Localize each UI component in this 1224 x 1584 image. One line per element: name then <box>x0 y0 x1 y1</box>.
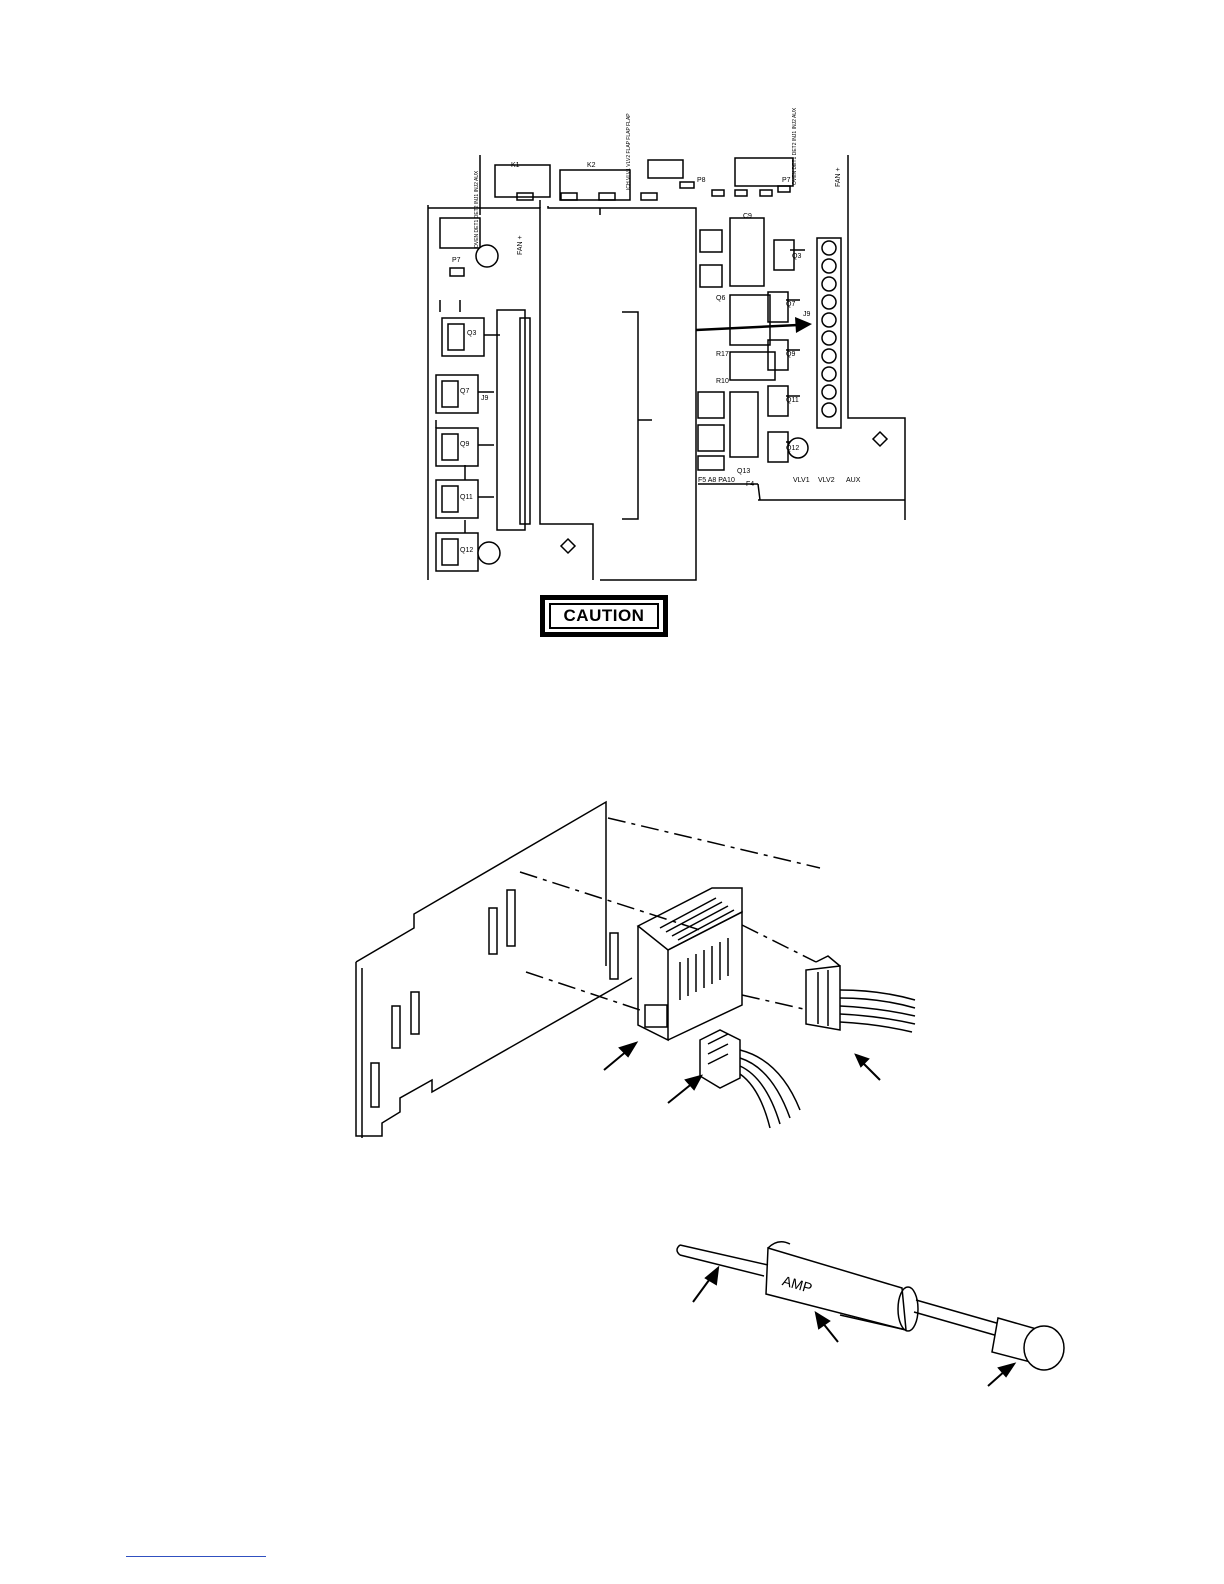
oven-stack-label: OVEN DET1 DET2 INJ1 INJ2 AUX <box>792 107 798 185</box>
q6-label: Q6 <box>716 295 725 302</box>
r17-label: R17 <box>716 351 729 358</box>
c9-label: C9 <box>743 213 752 220</box>
vlv1-label: VLV1 <box>793 477 810 484</box>
j9-left-label: J9 <box>481 395 489 402</box>
q7-left-label: Q7 <box>460 388 469 395</box>
q9-label: Q9 <box>786 351 795 358</box>
p8-label: P8 <box>697 177 706 184</box>
caution-label: CAUTION <box>549 603 659 629</box>
q7-label: Q7 <box>786 301 795 308</box>
relay-k1-label: K1 <box>511 162 520 169</box>
j9-label: J9 <box>803 311 811 318</box>
tool-brand-label: AMP <box>780 1272 814 1296</box>
relay-k2-label: K2 <box>587 162 596 169</box>
vlv-stack-label: ICH VLV1 VLV2 FLAP FLAP FLAP <box>626 113 632 190</box>
fan-left-label: FAN + <box>517 235 524 255</box>
q11-left-label: Q11 <box>460 494 473 501</box>
q3-label: Q3 <box>792 253 801 260</box>
footer-rule <box>126 1556 266 1557</box>
q9-left-label: Q9 <box>460 441 469 448</box>
p7-label: P7 <box>782 177 791 184</box>
f4-label: F4 <box>746 481 754 488</box>
caution-box: CAUTION <box>540 595 668 637</box>
q12-label: Q12 <box>786 445 799 452</box>
oven-stack-left-label: OVEN DET1 DET2 INJ1 INJ2 AUX <box>474 170 480 248</box>
vlv2-label: VLV2 <box>818 477 835 484</box>
p7-left-label: P7 <box>452 257 461 264</box>
q13-label: Q13 <box>737 468 750 475</box>
q12-left-label: Q12 <box>460 547 473 554</box>
connector-assembly-figure <box>0 760 1224 1180</box>
arrow-icon <box>604 1043 880 1103</box>
fan-label: FAN + <box>835 167 842 187</box>
aux-label: AUX <box>846 477 861 484</box>
f5-row-label: F5 A8 PA10 <box>698 477 735 484</box>
circuit-board-figure: K1 K2 P8 P7 C9 Q3 Q7 J9 Q9 Q11 Q12 Q6 R1… <box>0 0 1224 680</box>
q11-label: Q11 <box>786 397 799 404</box>
q3-left-label: Q3 <box>467 330 476 337</box>
r10-label: R10 <box>716 378 729 385</box>
arrow-icon <box>696 317 812 333</box>
extraction-tool-figure: AMP <box>0 1220 1224 1420</box>
